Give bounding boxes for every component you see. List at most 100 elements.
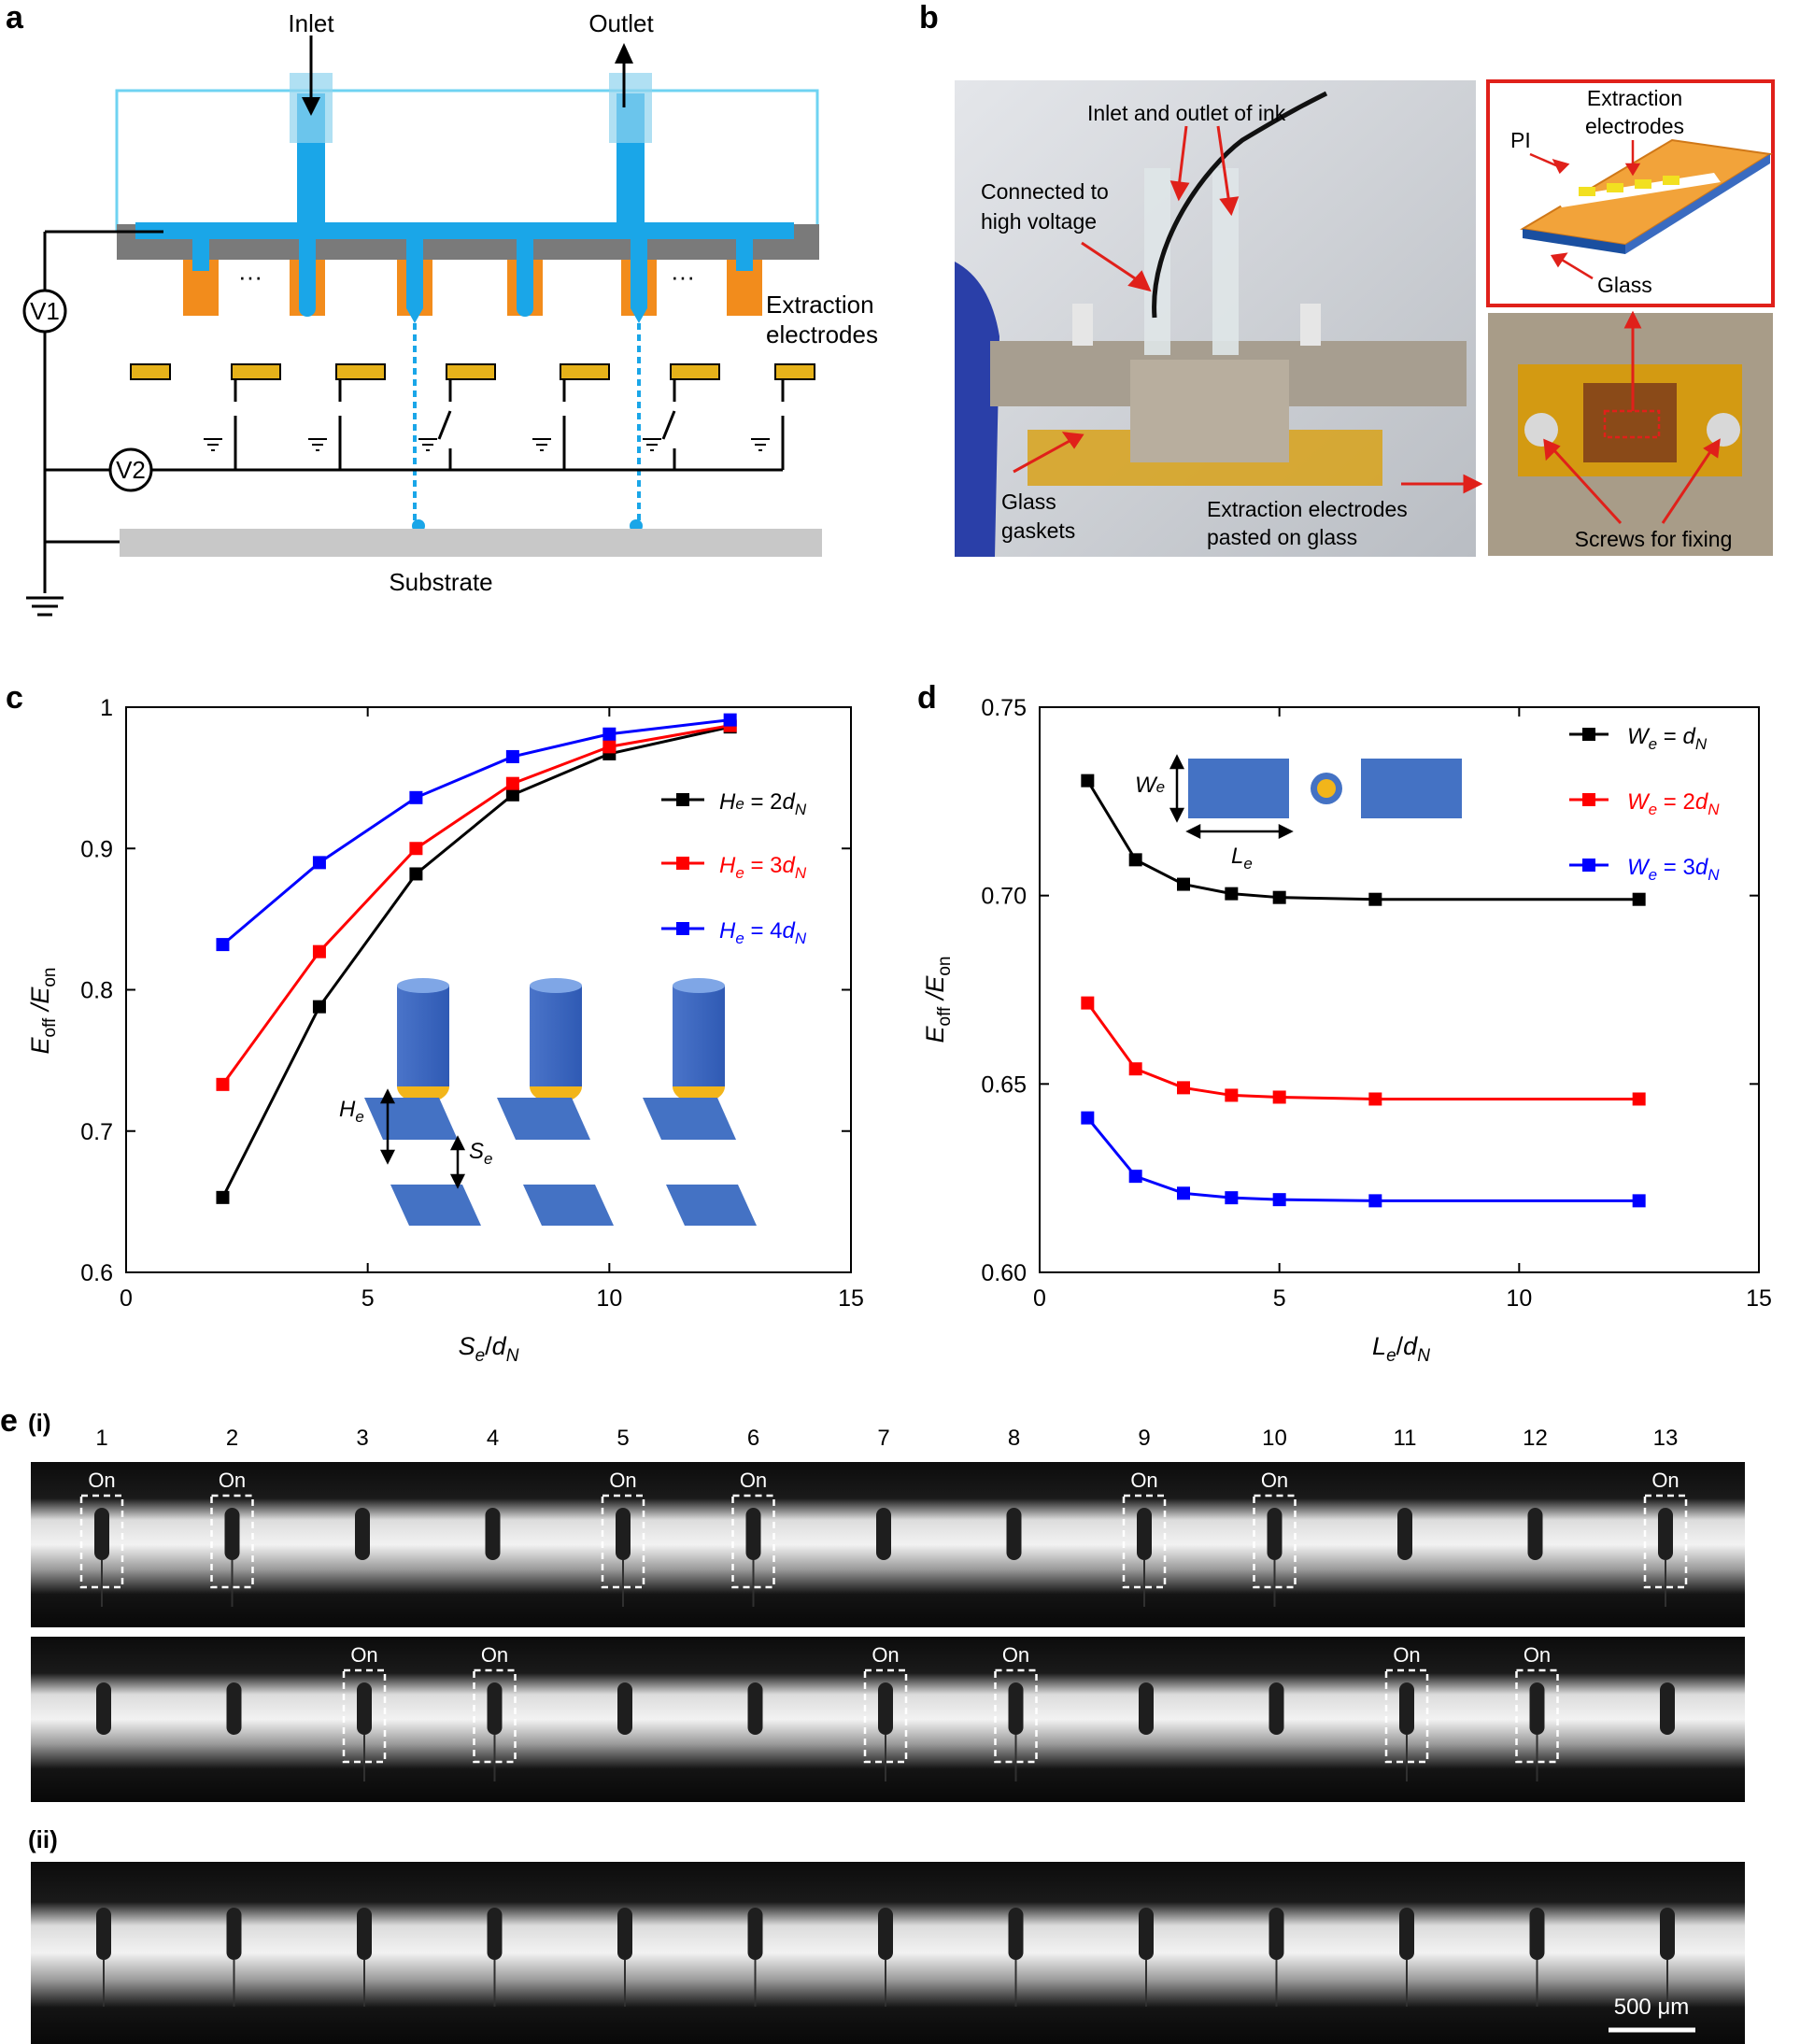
v2-label: V2 xyxy=(116,456,146,484)
y-tick-label: 0.7 xyxy=(80,1119,113,1145)
data-point xyxy=(312,856,326,870)
data-point xyxy=(1272,1090,1286,1104)
chart-c-frame xyxy=(125,706,852,1273)
hv-label-1: Connected to xyxy=(981,179,1109,204)
pasted-label-1: Extraction electrodes xyxy=(1207,497,1408,521)
svg-text:He = 3dN: He = 3dN xyxy=(719,853,807,882)
screw-right xyxy=(1300,304,1321,346)
y-tick-label: 0.60 xyxy=(981,1260,1027,1286)
data-point xyxy=(216,1077,230,1091)
on-label: On xyxy=(872,1643,899,1667)
sub-ii-label: (ii) xyxy=(28,1825,58,1853)
nozzle-number: 10 xyxy=(1262,1426,1287,1451)
inset-glass-edge-2 xyxy=(1625,154,1770,254)
inset-screw-right xyxy=(1707,413,1740,447)
printhead-housing xyxy=(115,89,819,231)
panel-letter-c: c xyxy=(6,680,23,716)
chart-c-inset: He Se xyxy=(339,978,757,1226)
chart-d-series xyxy=(1081,774,1646,1208)
extraction-label-1: Extraction xyxy=(766,291,874,319)
inset-screw-left xyxy=(1524,413,1558,447)
extraction-electrodes xyxy=(130,363,815,380)
chart-c-xlabel: Se/dN xyxy=(459,1332,519,1366)
y-tick-label: 1 xyxy=(100,695,113,721)
nozzle-tip xyxy=(616,1508,631,1560)
on-label: On xyxy=(350,1643,377,1667)
on-label: On xyxy=(740,1469,767,1492)
nozzle-tip xyxy=(487,1908,503,1960)
sub-i-label: (i) xyxy=(28,1409,51,1437)
nozzle-tip xyxy=(1660,1908,1675,1960)
nozzle-number: 12 xyxy=(1523,1426,1548,1451)
nozzle-tip xyxy=(357,1908,372,1960)
on-box xyxy=(210,1494,254,1589)
nozzle-tip xyxy=(1527,1508,1543,1560)
substrate-label: Substrate xyxy=(389,568,492,596)
y-tick-label: 0.65 xyxy=(981,1072,1027,1098)
nozzle-tip xyxy=(1008,1908,1024,1960)
nozzle-tip xyxy=(1529,1682,1545,1735)
svg-text:Se: Se xyxy=(469,1139,492,1168)
y-tick-label: 0.6 xyxy=(80,1260,113,1286)
gaskets-label-1: Glass xyxy=(1001,490,1056,514)
data-point xyxy=(1632,1092,1646,1106)
inset-he: H xyxy=(339,1097,356,1122)
nozzle-tip xyxy=(1139,1908,1154,1960)
series-line-3 xyxy=(1086,1116,1639,1202)
x-tick-label: 0 xyxy=(1033,1285,1046,1312)
substrate xyxy=(120,529,822,557)
inset-glass-label: Glass xyxy=(1597,273,1652,297)
outlet-arrow-head xyxy=(615,43,633,64)
on-label: On xyxy=(88,1469,115,1492)
data-point xyxy=(1128,1170,1142,1184)
data-point xyxy=(1177,1081,1190,1095)
nozzle-number: 5 xyxy=(617,1426,629,1451)
data-point xyxy=(1632,1194,1646,1208)
holder-block xyxy=(1130,360,1289,462)
on-label: On xyxy=(1130,1469,1157,1492)
on-box xyxy=(1384,1668,1429,1764)
chart-d-ylabel: Eoff /Eon xyxy=(921,957,955,1043)
data-point xyxy=(312,1000,326,1014)
data-point xyxy=(1128,1062,1142,1076)
inset-extraction-1: Extraction xyxy=(1587,86,1682,110)
y-tick-label: 0.75 xyxy=(981,695,1027,721)
svg-text:We = dN: We = dN xyxy=(1627,724,1708,753)
nozzle-tip xyxy=(878,1908,893,1960)
on-label: On xyxy=(1651,1469,1679,1492)
nozzle-tip xyxy=(1269,1682,1284,1735)
screw-left xyxy=(1072,304,1093,346)
nozzle-tip xyxy=(1006,1508,1022,1560)
nozzle-tip xyxy=(876,1508,891,1560)
nozzle-tip xyxy=(96,1908,111,1960)
y-tick-label: 0.9 xyxy=(80,836,113,862)
nozzle-tip xyxy=(1660,1682,1675,1735)
on-box xyxy=(1643,1494,1688,1589)
inset-arrows xyxy=(1529,140,1641,280)
extraction-label-2: electrodes xyxy=(766,320,878,348)
on-box xyxy=(731,1494,775,1589)
data-point xyxy=(1177,1186,1190,1200)
on-box xyxy=(863,1668,908,1764)
data-point xyxy=(1272,1193,1286,1207)
on-box xyxy=(79,1494,124,1589)
data-point xyxy=(505,749,519,763)
data-point xyxy=(1081,774,1095,788)
nozzle-tip xyxy=(224,1508,240,1560)
chart-d-inset: We Le xyxy=(1135,754,1462,873)
data-point xyxy=(1632,892,1646,906)
on-label: On xyxy=(1524,1643,1551,1667)
inlet-outlet-label: Inlet and outlet of ink xyxy=(1087,101,1286,125)
svg-text:We = 3dN: We = 3dN xyxy=(1627,855,1720,884)
nozzle-tip xyxy=(1139,1682,1154,1735)
chart-d-legend: We = dN We = 2dN We = 3dN xyxy=(1569,724,1720,884)
inlet-arrow-head xyxy=(302,97,320,116)
nozzle-tip xyxy=(617,1908,632,1960)
screws-label: Screws for fixing xyxy=(1575,527,1733,551)
panel-letter-e: e xyxy=(0,1403,18,1439)
nozzle-tip xyxy=(94,1508,109,1560)
